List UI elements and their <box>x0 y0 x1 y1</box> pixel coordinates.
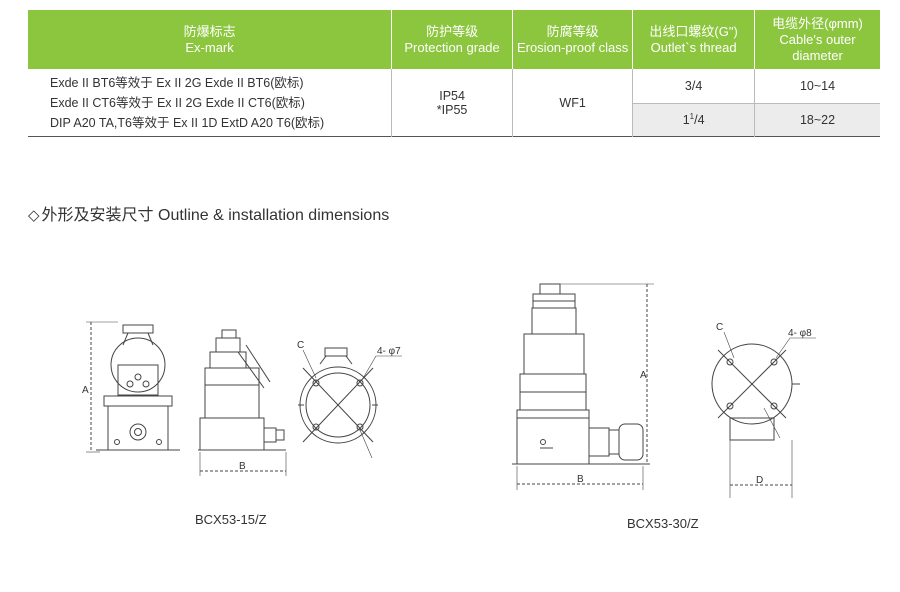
protection-cell: IP54*IP55 <box>391 69 514 137</box>
label-a-15: A <box>82 385 89 396</box>
dimension-b-15 <box>199 452 287 476</box>
dimension-b-30 <box>516 466 644 490</box>
dimension-d-30 <box>729 440 793 498</box>
dimension-a-15 <box>86 321 118 453</box>
bcx53-15-side-view <box>198 329 286 451</box>
label-c-15: C <box>297 340 304 351</box>
caption-bcx53-30: BCX53-30/Z <box>627 516 699 531</box>
table-row: Exde II BT6等效于 Ex II 2G Exde II BT6(欧标) … <box>28 69 880 137</box>
diamond-icon: ◇ <box>28 207 40 224</box>
bcx53-15-front-view <box>96 324 180 451</box>
thread-cell: 11/4 <box>632 103 756 137</box>
cable-cell: 18~22 <box>754 103 880 137</box>
erosion-cell: WF1 <box>512 69 634 137</box>
bcx53-15-plan-view <box>298 347 402 459</box>
header-cable: 电缆外径(φmm)Cable's outer diameter <box>754 10 880 69</box>
cable-cell: 10~14 <box>799 79 836 93</box>
label-c-30: C <box>716 322 723 333</box>
bcx53-30-side-view <box>512 283 650 465</box>
caption-bcx53-15: BCX53-15/Z <box>195 512 267 527</box>
label-b-15: B <box>239 461 246 472</box>
label-d-30: D <box>756 475 763 486</box>
label-b-30: B <box>577 474 584 485</box>
dimension-a-30 <box>560 283 654 464</box>
label-bolt-30: 4- φ8 <box>788 328 812 339</box>
label-a-30: A <box>640 370 647 381</box>
table-row: 11/4 18~22 <box>28 103 880 137</box>
exmark-line: Exde II CT6等效于 Ex II 2G Exde II CT6(欧标) <box>50 95 305 110</box>
thread-cell: 3/4 <box>632 69 756 104</box>
bcx53-30-plan-view <box>711 331 816 441</box>
section-title: ◇外形及安装尺寸 Outline & installation dimensio… <box>28 207 390 224</box>
exmark-line: DIP A20 TA,T6等效于 Ex II 1D ExtD A20 T6(欧标… <box>50 115 325 130</box>
exmark-line: Exde II BT6等效于 Ex II 2G Exde II BT6(欧标) <box>50 75 304 90</box>
label-bolt-15: 4- φ7 <box>377 346 401 357</box>
exmark-cell: Exde II BT6等效于 Ex II 2G Exde II BT6(欧标) … <box>28 69 393 137</box>
header-thread: 出线口螺纹(G")Outlet`s thread <box>632 10 756 69</box>
